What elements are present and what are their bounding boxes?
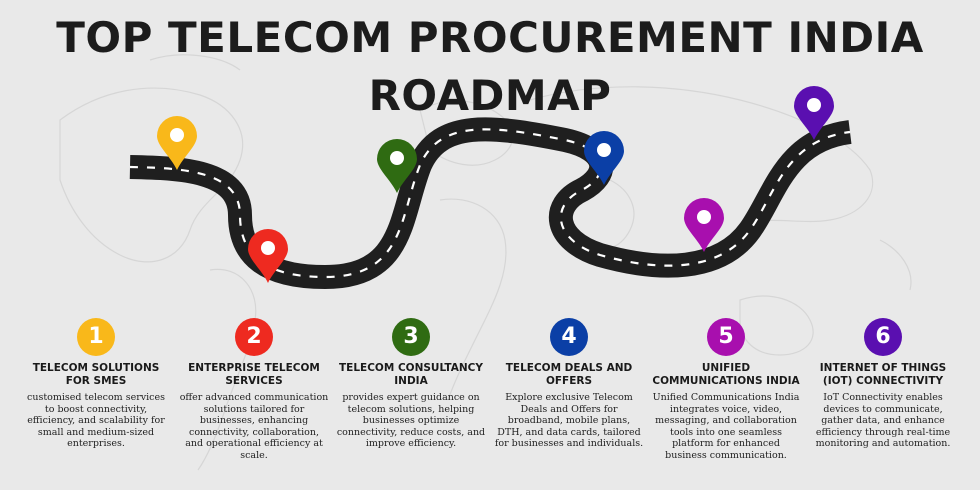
- step-3-number-badge: 3: [392, 318, 430, 356]
- pin-5-body: [684, 198, 724, 252]
- pin-6-hole: [807, 98, 821, 112]
- pin-3-hole: [390, 151, 404, 165]
- pin-3-body: [377, 139, 417, 193]
- page-title: TOP TELECOM PROCUREMENT INDIA: [56, 13, 924, 62]
- map-pin-icon: [684, 198, 724, 252]
- step-3-description: provides expert guidance on telecom solu…: [336, 392, 486, 450]
- step-5-title: UNIFIED COMMUNICATIONS INDIA: [652, 362, 800, 387]
- pin-2-body: [248, 229, 288, 283]
- step-6-title: INTERNET OF THINGS (IOT) CONNECTIVITY: [819, 362, 947, 387]
- step-2: 2 ENTERPRISE TELECOM SERVICES offer adva…: [179, 318, 329, 462]
- pin-5-hole: [697, 210, 711, 224]
- step-1-number-badge: 1: [77, 318, 115, 356]
- step-2-number-badge: 2: [235, 318, 273, 356]
- pin-6-body: [794, 86, 834, 140]
- page-title-line-2: ROADMAP: [368, 71, 612, 120]
- map-pin-icon: [584, 131, 624, 185]
- step-4: 4 TELECOM DEALS AND OFFERS Explore exclu…: [494, 318, 644, 450]
- step-1-title: TELECOM SOLUTIONS FOR SMES: [32, 362, 160, 387]
- road-lane-markings: [129, 128, 851, 279]
- pin-1-hole: [170, 128, 184, 142]
- step-5-number-badge: 5: [707, 318, 745, 356]
- step-2-description: offer advanced communication solutions t…: [179, 392, 329, 461]
- pin-4-body: [584, 131, 624, 185]
- step-4-description: Explore exclusive Telecom Deals and Offe…: [494, 392, 644, 450]
- pin-4-hole: [597, 143, 611, 157]
- step-4-title: TELECOM DEALS AND OFFERS: [505, 362, 633, 387]
- map-pin-icon: [794, 86, 834, 140]
- step-3-title: TELECOM CONSULTANCY INDIA: [339, 362, 483, 387]
- map-pin-icon: [248, 229, 288, 283]
- step-6-number-badge: 6: [864, 318, 902, 356]
- step-5-description: Unified Communications India integrates …: [652, 392, 800, 461]
- pin-1-body: [157, 116, 197, 170]
- step-6-description: IoT Connectivity enables devices to comm…: [815, 392, 951, 450]
- step-4-number-badge: 4: [550, 318, 588, 356]
- map-pin-icon: [377, 139, 417, 193]
- map-pin-icon: [157, 116, 197, 170]
- step-1-description: customised telecom services to boost con…: [27, 392, 165, 450]
- step-1: 1 TELECOM SOLUTIONS FOR SMES customised …: [21, 318, 171, 450]
- step-3: 3 TELECOM CONSULTANCY INDIA provides exp…: [336, 318, 486, 450]
- step-6: 6 INTERNET OF THINGS (IOT) CONNECTIVITY …: [808, 318, 958, 450]
- step-2-title: ENTERPRISE TELECOM SERVICES: [188, 362, 320, 387]
- step-5: 5 UNIFIED COMMUNICATIONS INDIA Unified C…: [651, 318, 801, 462]
- pin-2-hole: [261, 241, 275, 255]
